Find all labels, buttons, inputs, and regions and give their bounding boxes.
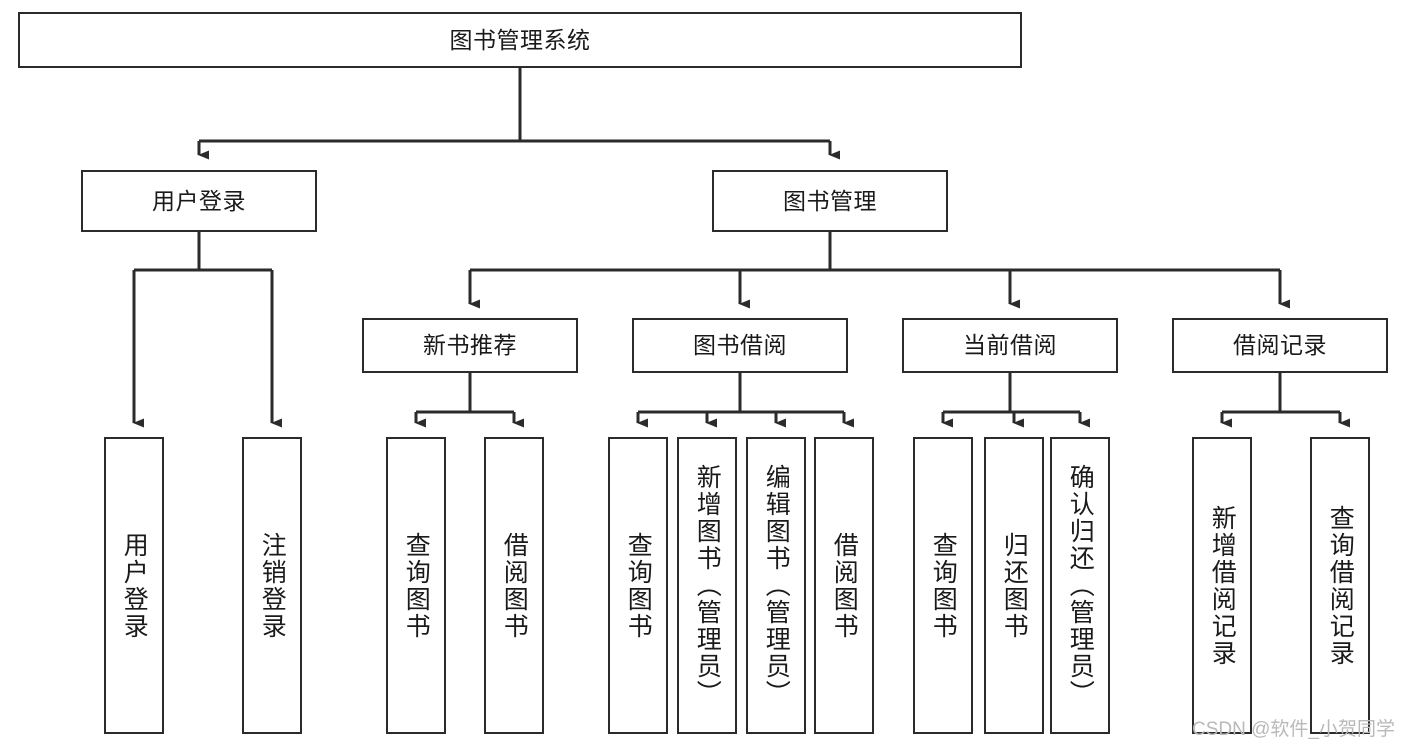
leaf-query-book-current-label: 查询图书: [929, 531, 958, 640]
leaf-confirm-return-admin-label: 确认归还（管理员）: [1066, 464, 1095, 707]
node-root-system[interactable]: 图书管理系统: [18, 12, 1022, 68]
leaf-borrow-book-label: 借阅图书: [830, 531, 859, 640]
node-new-book-recommend[interactable]: 新书推荐: [362, 318, 578, 373]
leaf-query-book-recommend[interactable]: 查询图书: [386, 437, 446, 734]
leaf-return-book-label: 归还图书: [1000, 531, 1029, 640]
node-book-borrow-label: 图书借阅: [693, 332, 787, 359]
leaf-add-borrow-record[interactable]: 新增借阅记录: [1192, 437, 1252, 734]
leaf-query-book-borrow[interactable]: 查询图书: [608, 437, 668, 734]
leaf-user-login[interactable]: 用户登录: [104, 437, 164, 734]
node-current-borrow[interactable]: 当前借阅: [902, 318, 1118, 373]
node-current-borrow-label: 当前借阅: [963, 332, 1057, 359]
leaf-borrow-book-recommend[interactable]: 借阅图书: [484, 437, 544, 734]
leaf-add-book-admin[interactable]: 新增图书（管理员）: [677, 437, 737, 734]
node-borrow-record-label: 借阅记录: [1233, 332, 1327, 359]
leaf-borrow-book-recommend-label: 借阅图书: [500, 531, 529, 640]
node-user-login[interactable]: 用户登录: [81, 170, 317, 232]
leaf-borrow-book[interactable]: 借阅图书: [814, 437, 874, 734]
node-new-book-recommend-label: 新书推荐: [423, 332, 517, 359]
leaf-edit-book-admin-label: 编辑图书（管理员）: [762, 464, 791, 707]
leaf-add-book-admin-label: 新增图书（管理员）: [693, 464, 722, 707]
leaf-query-book-recommend-label: 查询图书: [402, 531, 431, 640]
leaf-query-borrow-record[interactable]: 查询借阅记录: [1310, 437, 1370, 734]
leaf-user-login-label: 用户登录: [120, 531, 149, 640]
node-book-management[interactable]: 图书管理: [712, 170, 948, 232]
leaf-query-borrow-record-label: 查询借阅记录: [1326, 504, 1355, 667]
leaf-logout-label: 注销登录: [258, 531, 287, 640]
csdn-watermark: CSDN @软件_小贺同学: [1192, 719, 1395, 740]
leaf-logout[interactable]: 注销登录: [242, 437, 302, 734]
node-user-login-label: 用户登录: [152, 187, 246, 214]
node-book-borrow[interactable]: 图书借阅: [632, 318, 848, 373]
leaf-edit-book-admin[interactable]: 编辑图书（管理员）: [746, 437, 806, 734]
node-borrow-record[interactable]: 借阅记录: [1172, 318, 1388, 373]
leaf-query-book-current[interactable]: 查询图书: [913, 437, 973, 734]
node-root-label: 图书管理系统: [449, 26, 591, 53]
leaf-add-borrow-record-label: 新增借阅记录: [1208, 504, 1237, 667]
leaf-query-book-borrow-label: 查询图书: [624, 531, 653, 640]
node-book-management-label: 图书管理: [783, 187, 877, 214]
leaf-return-book[interactable]: 归还图书: [984, 437, 1044, 734]
leaf-confirm-return-admin[interactable]: 确认归还（管理员）: [1050, 437, 1110, 734]
